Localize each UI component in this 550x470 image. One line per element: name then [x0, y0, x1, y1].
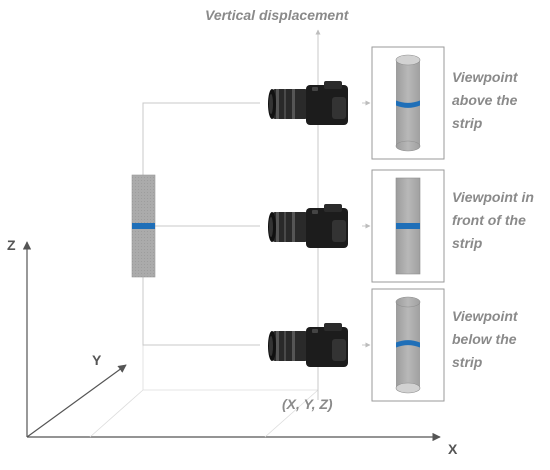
diagram-title: Vertical displacement	[205, 7, 349, 23]
band-below-view	[396, 340, 420, 348]
strip	[131, 174, 156, 278]
camera-icon	[268, 204, 348, 248]
strip-band	[132, 223, 155, 229]
viewpoint-below-label: Viewpoint below the strip	[452, 305, 550, 374]
y-axis	[26, 364, 127, 438]
camera-icon	[268, 323, 348, 367]
view-panel-below	[371, 288, 445, 402]
z-axis-label: Z	[7, 237, 16, 253]
perspective-guides	[89, 345, 319, 438]
viewpoint-front-label: Viewpoint in front of the strip	[452, 186, 550, 255]
axes	[22, 241, 441, 442]
band-front-view	[396, 223, 420, 229]
origin-label: (X, Y, Z)	[282, 396, 333, 412]
label-line: below the	[452, 331, 517, 348]
label-line: Viewpoint in	[452, 189, 534, 205]
band-above-view	[396, 100, 420, 108]
view-panel-front	[371, 169, 445, 283]
label-line: strip	[452, 115, 483, 132]
connector-lines	[142, 100, 371, 348]
view-panels	[371, 46, 445, 402]
label-line: above the	[452, 92, 518, 109]
x-axis-label: X	[448, 441, 458, 457]
label-line: strip	[452, 354, 483, 371]
connector-above	[142, 102, 260, 175]
label-line: Viewpoint	[452, 69, 518, 85]
y-axis-label: Y	[92, 352, 102, 368]
label-line: strip	[452, 235, 483, 252]
connector-below	[142, 277, 260, 346]
camera-icon	[268, 81, 348, 125]
cameras	[268, 81, 348, 367]
view-panel-above	[371, 46, 445, 160]
label-line: Viewpoint	[452, 308, 518, 324]
label-line: front of the	[452, 212, 526, 229]
viewpoint-above-label: Viewpoint above the strip	[452, 66, 550, 135]
